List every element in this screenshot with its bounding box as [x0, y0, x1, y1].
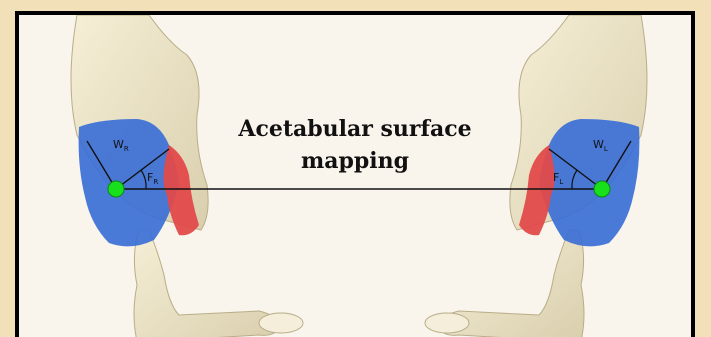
title-line-2: mapping	[205, 145, 505, 177]
title-line-1: Acetabular surface	[205, 113, 505, 145]
left-center-point	[594, 181, 610, 197]
figure-title: Acetabular surface mapping	[205, 113, 505, 177]
right-center-point	[108, 181, 124, 197]
